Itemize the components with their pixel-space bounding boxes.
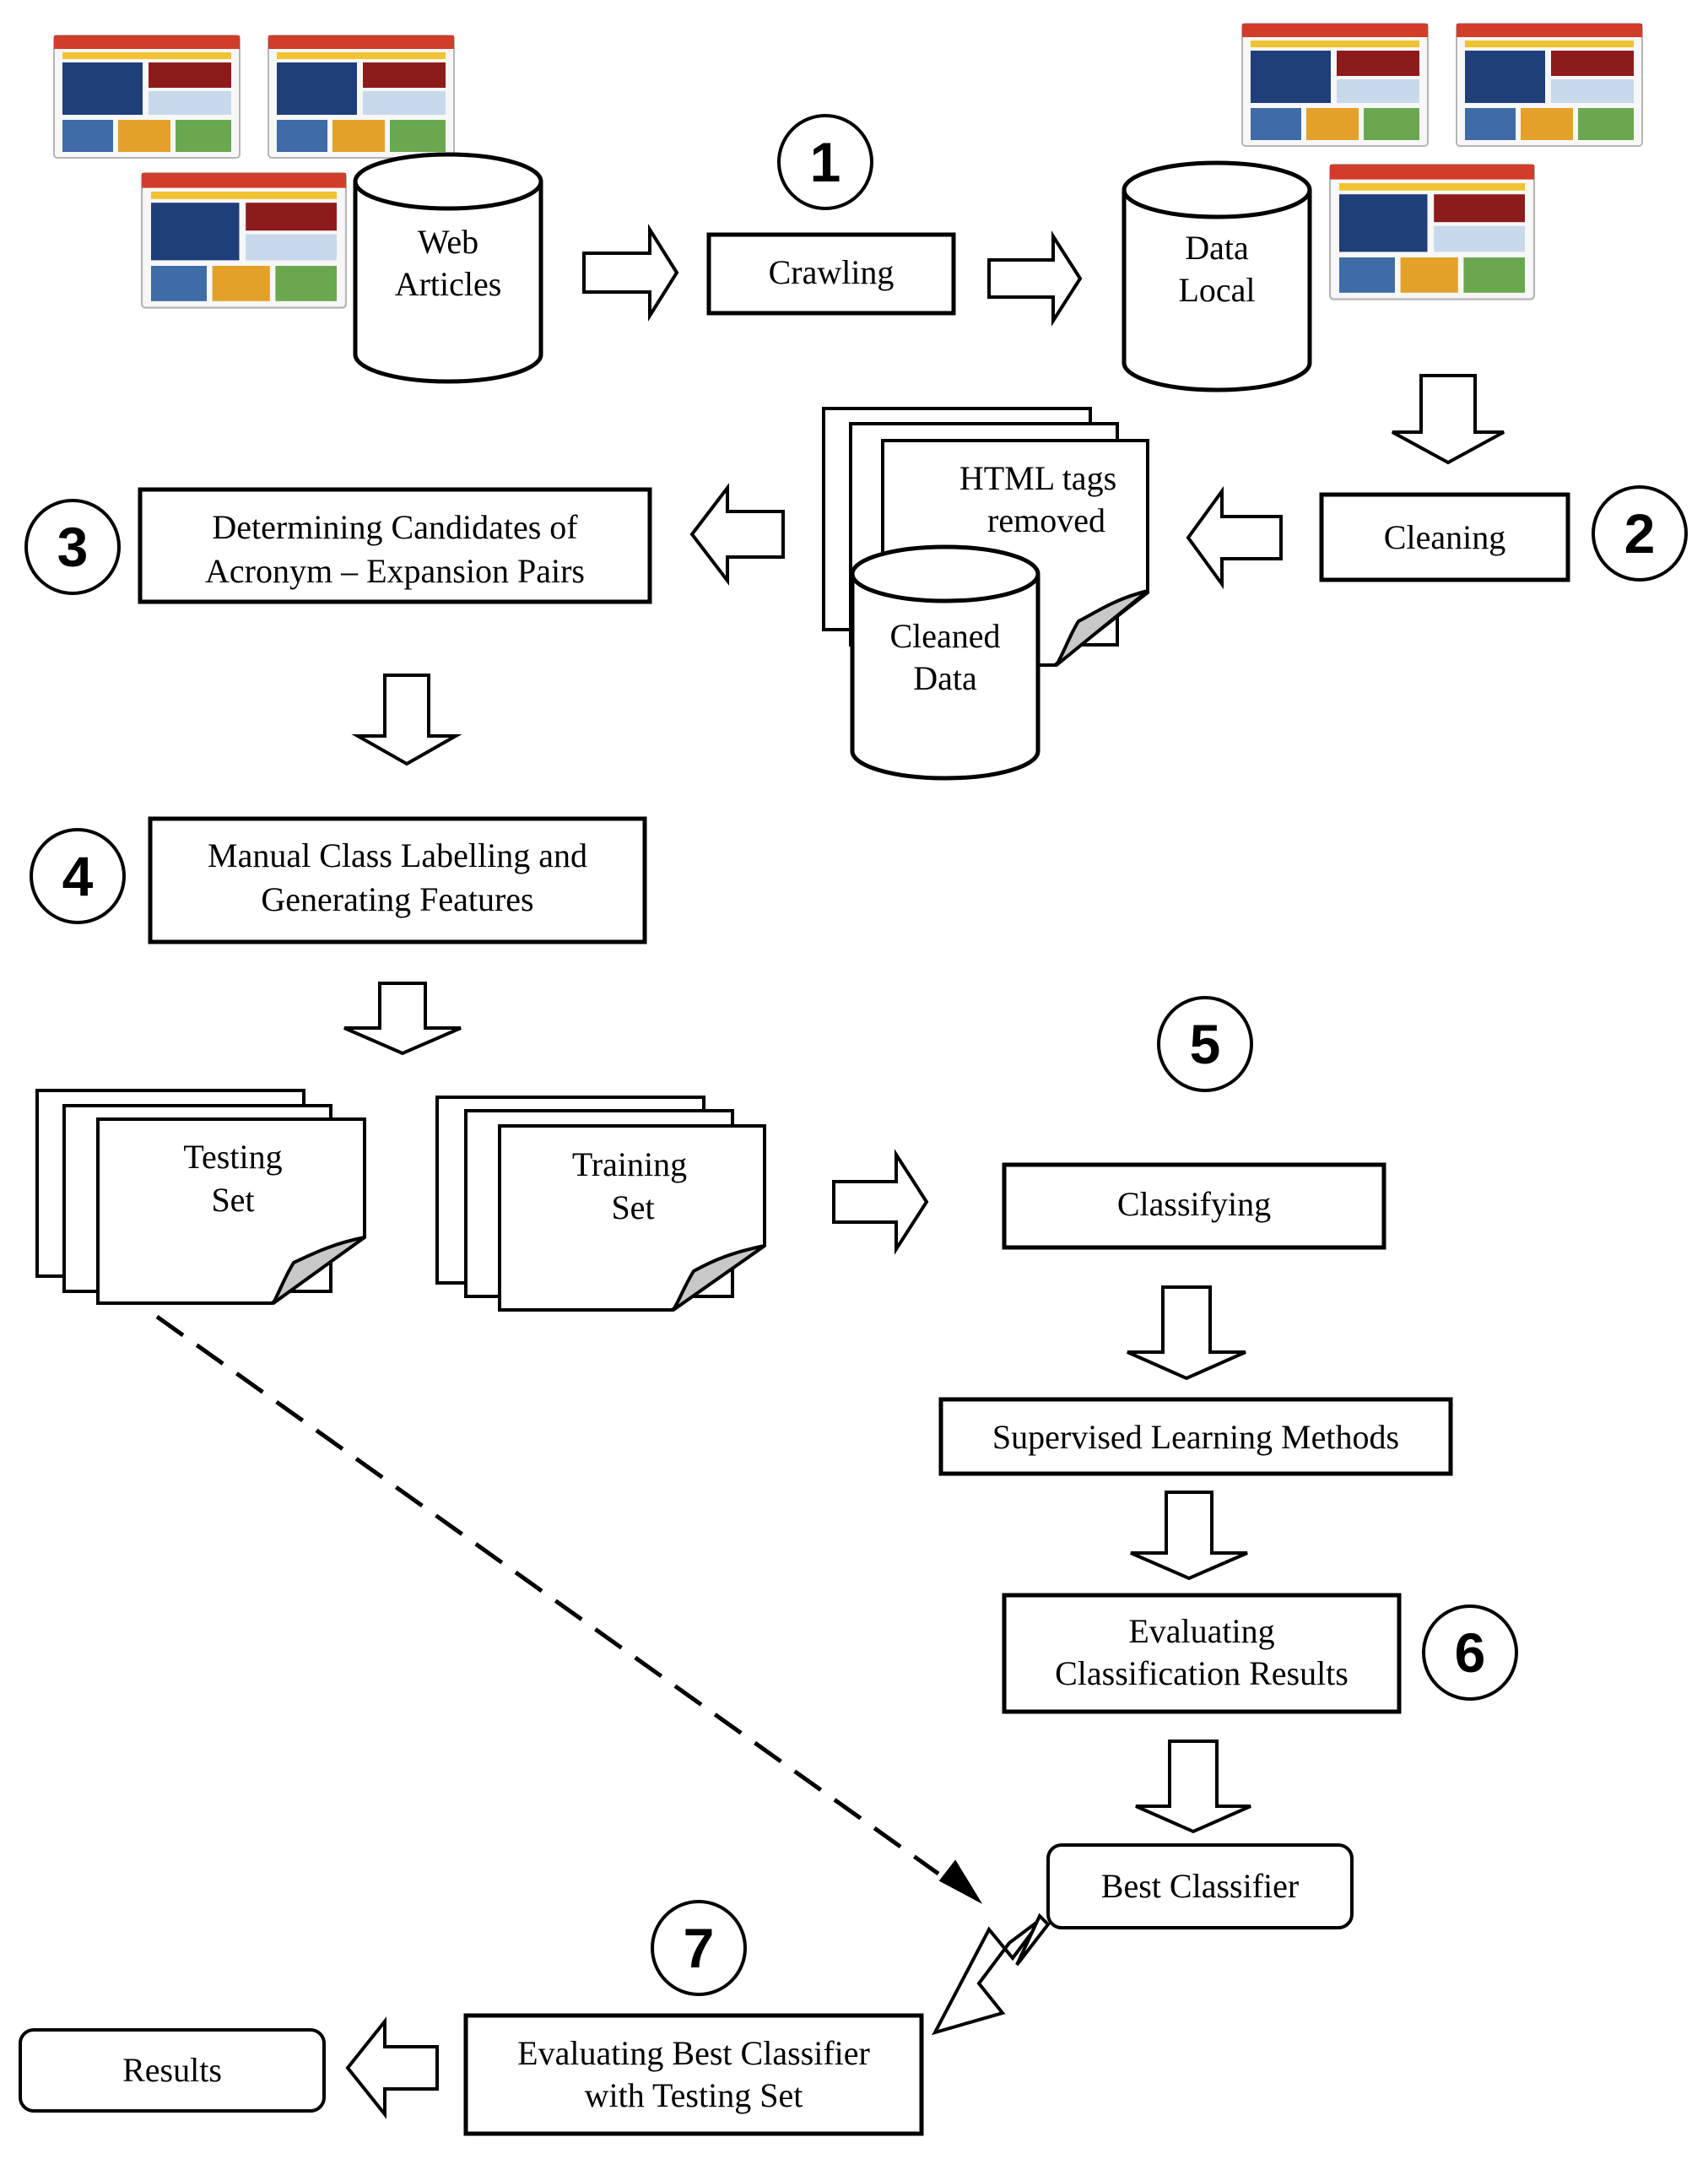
arrow-crawling-to-data: [987, 230, 1083, 327]
evaluating-best-label-2: with Testing Set: [585, 2076, 803, 2114]
classifying-box: Classifying: [1002, 1162, 1386, 1250]
cleaned-data-label-2: Data: [913, 659, 977, 697]
cleaned-data-label-1: Cleaned: [889, 617, 1000, 655]
step-3-number: 3: [57, 516, 89, 578]
manual-labelling-box: Manual Class Labelling and Generating Fe…: [148, 816, 647, 944]
html-tags-removed-label-1: HTML tags: [959, 459, 1116, 497]
arrow-evaluating-to-best: [1135, 1740, 1251, 1834]
evaluating-classification-label-2: Classification Results: [1055, 1654, 1349, 1692]
step-5-badge: 5: [1157, 996, 1253, 1092]
news-website-screenshot-icon: [1456, 23, 1643, 147]
step-6-number: 6: [1455, 1621, 1486, 1684]
data-local-label-1: Data: [1185, 229, 1249, 267]
cleaned-data-database: Cleaned Data: [850, 544, 1040, 781]
determining-label-1: Determining Candidates of: [212, 508, 578, 546]
best-classifier-box: Best Classifier: [1046, 1843, 1354, 1929]
evaluating-best-classifier-box: Evaluating Best Classifier with Testing …: [463, 2013, 924, 2136]
step-7-number: 7: [684, 1917, 715, 1979]
news-website-screenshot-icon: [268, 35, 455, 159]
arrow-training-to-classifying: [832, 1149, 929, 1255]
testing-set-label-2: Set: [211, 1181, 254, 1219]
news-website-screenshot-icon: [1328, 163, 1536, 300]
training-set-documents: Training Set: [435, 1096, 766, 1312]
manual-labelling-label-1: Manual Class Labelling and: [208, 836, 587, 874]
results-label: Results: [122, 2051, 222, 2089]
supervised-learning-label: Supervised Learning Methods: [992, 1418, 1399, 1456]
step-6-badge: 6: [1422, 1604, 1518, 1701]
arrow-cleaning-to-cleaned-data: [1186, 485, 1283, 590]
evaluating-best-label-1: Evaluating Best Classifier: [517, 2034, 870, 2072]
results-box: Results: [19, 2028, 326, 2113]
step-4-badge: 4: [30, 828, 126, 924]
arrow-determining-to-manual: [351, 674, 462, 766]
step-7-badge: 7: [651, 1900, 747, 1996]
best-classifier-label: Best Classifier: [1101, 1867, 1299, 1905]
web-articles-label-2: Articles: [395, 265, 502, 303]
step-1-badge: 1: [777, 114, 873, 210]
cleaning-label: Cleaning: [1384, 518, 1505, 556]
cleaning-box: Cleaning: [1319, 492, 1570, 582]
data-local-database: Data Local: [1122, 160, 1312, 392]
web-articles-label-1: Web: [418, 223, 478, 261]
step-5-number: 5: [1190, 1013, 1221, 1075]
arrow-manual-to-sets: [343, 982, 462, 1056]
arrow-supervised-to-evaluating: [1130, 1491, 1248, 1581]
evaluating-classification-box: Evaluating Classification Results: [1002, 1593, 1402, 1714]
data-local-label-2: Local: [1178, 271, 1255, 309]
step-3-badge: 3: [24, 499, 121, 595]
crawling-box: Crawling: [706, 232, 956, 316]
arrow-evaluating-best-to-results: [345, 2016, 439, 2119]
supervised-learning-box: Supervised Learning Methods: [938, 1397, 1453, 1476]
classifying-label: Classifying: [1117, 1185, 1271, 1223]
arrow-data-to-cleaning: [1392, 374, 1505, 465]
web-articles-database: Web Articles: [353, 152, 543, 384]
html-tags-removed-label-2: removed: [987, 501, 1105, 539]
step-4-number: 4: [62, 845, 94, 907]
step-2-badge: 2: [1592, 485, 1688, 582]
arrow-cleaned-data-to-determining: [689, 483, 785, 586]
news-website-screenshot-icon: [1241, 23, 1429, 147]
manual-labelling-label-2: Generating Features: [261, 880, 533, 918]
training-set-label-2: Set: [611, 1188, 654, 1226]
news-website-screenshot-icon: [140, 171, 348, 309]
training-set-label-1: Training: [572, 1145, 687, 1183]
testing-set-documents: Testing Set: [35, 1089, 366, 1305]
dashed-arrow-testing-to-best: [155, 1314, 983, 1904]
determining-label-2: Acronym – Expansion Pairs: [205, 552, 585, 590]
testing-set-label-1: Testing: [183, 1138, 282, 1176]
step-2-number: 2: [1624, 502, 1656, 565]
arrow-web-to-crawling: [582, 224, 679, 322]
step-1-number: 1: [810, 131, 841, 193]
crawling-label: Crawling: [769, 253, 895, 291]
arrow-classifying-to-supervised: [1127, 1285, 1246, 1381]
news-website-screenshot-icon: [53, 35, 241, 159]
determining-candidates-box: Determining Candidates of Acronym – Expa…: [138, 487, 652, 604]
arrow-best-to-evaluating-best: [932, 1913, 1051, 2036]
evaluating-classification-label-1: Evaluating: [1128, 1612, 1274, 1650]
